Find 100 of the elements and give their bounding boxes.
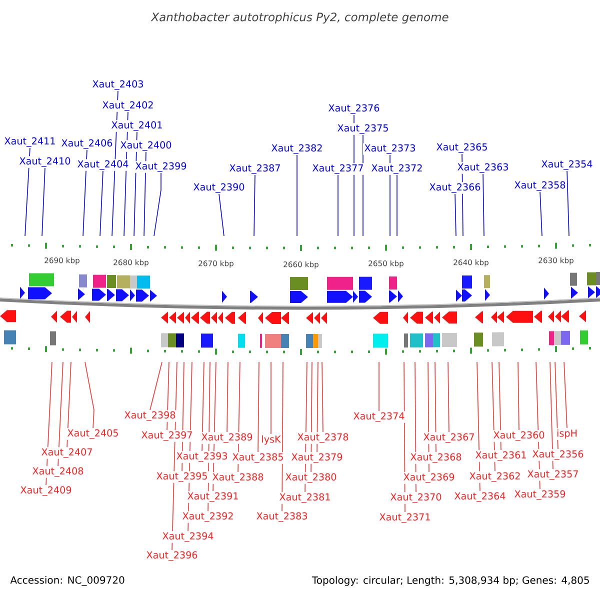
gene-label: Xaut_2407 — [42, 448, 92, 458]
leader-line — [154, 172, 162, 236]
gene-label: Xaut_2360 — [494, 431, 544, 441]
leader-line — [82, 150, 88, 236]
leader-line — [134, 132, 138, 236]
gene-label: Xaut_2373 — [364, 144, 415, 154]
gene-label: Xaut_2379 — [292, 453, 342, 463]
gene-label: Xaut_2356 — [532, 450, 584, 460]
leader-line — [482, 174, 484, 236]
gene-label: Xaut_2387 — [230, 164, 280, 174]
leader-line — [454, 194, 456, 236]
leader-line — [182, 362, 184, 472]
gene-label: Xaut_2376 — [328, 104, 380, 114]
leader-line — [414, 362, 416, 493]
leader-line — [238, 362, 240, 473]
leader-line — [202, 362, 204, 452]
title: Xanthobacter autotrophicus Py2, complete genome — [150, 12, 448, 24]
leader-line — [188, 362, 192, 532]
leader-line — [550, 362, 554, 470]
leader-line — [254, 174, 256, 236]
leader-line — [322, 362, 324, 433]
gene-label: Xaut_2375 — [338, 124, 388, 134]
leader-line — [226, 362, 228, 433]
gene-label: Xaut_2406 — [62, 139, 112, 149]
leader-line — [498, 362, 502, 451]
gene-label: ispH — [557, 429, 577, 439]
gene-label: Xaut_2403 — [92, 80, 143, 90]
leader-line — [112, 90, 118, 236]
leader-line — [492, 362, 496, 472]
gene-label: Xaut_2396 — [146, 551, 198, 561]
leader-line — [404, 362, 406, 513]
gene-label: Xaut_2385 — [232, 453, 283, 463]
footer-text: Topology: circular; Length: 5,308,934 bp; Genes: 4,805 — [312, 576, 589, 586]
gene-label: Xaut_2354 — [542, 160, 592, 170]
leader-line — [316, 362, 318, 453]
gene-label: Xaut_2377 — [312, 164, 363, 174]
leader-line — [124, 112, 128, 236]
gene-label: Xaut_2369 — [404, 473, 454, 483]
leader-line — [66, 362, 72, 448]
gene-label: Xaut_2382 — [272, 144, 322, 154]
leader-line — [46, 362, 52, 486]
leader-line — [434, 362, 436, 453]
leader-line — [24, 148, 30, 236]
leader-line — [42, 168, 46, 236]
gene-label: Xaut_2357 — [528, 470, 578, 480]
gene-label: Xaut_2361 — [476, 451, 526, 461]
gene-label: Xaut_2409 — [20, 486, 72, 496]
gene-label: Xaut_2383 — [256, 512, 307, 522]
leader-line — [566, 170, 570, 236]
leader-line — [428, 362, 430, 473]
gene-label: Xaut_2399 — [136, 162, 186, 172]
leader-line — [448, 362, 450, 433]
gene-label: Xaut_2363 — [458, 163, 508, 173]
leader-line — [378, 362, 380, 412]
gene-label: Xaut_2366 — [430, 183, 480, 193]
gene-label: Xaut_2374 — [354, 412, 404, 422]
gene-label: Xaut_2404 — [78, 160, 128, 170]
gene-label: Xaut_2389 — [202, 433, 252, 443]
footer-text: Accession: NC_009720 — [10, 576, 124, 586]
gene-label: Xaut_2371 — [380, 513, 430, 523]
leader-line — [172, 362, 178, 551]
leader-line — [540, 192, 542, 236]
leader-line — [362, 134, 364, 236]
gene-label: Xaut_2364 — [454, 492, 506, 502]
gene-label: Xaut_2401 — [112, 121, 162, 131]
gene-label: Xaut_2408 — [32, 467, 84, 477]
leader-line — [208, 362, 210, 512]
leader-line — [476, 362, 480, 492]
gene-label: Xaut_2378 — [298, 433, 348, 443]
gene-label: Xaut_2405 — [68, 429, 118, 439]
gene-label: Xaut_2381 — [280, 493, 330, 503]
leader-line — [518, 362, 520, 431]
gene-label: Xaut_2395 — [156, 472, 207, 482]
gene-label: Xaut_2380 — [286, 473, 336, 483]
leader-line — [212, 362, 216, 492]
leader-line — [100, 170, 104, 236]
gene-label: Xaut_2411 — [4, 137, 55, 147]
leader-line — [84, 362, 94, 429]
leader-line — [296, 154, 298, 236]
gene-label: Xaut_2359 — [514, 490, 566, 500]
leader-line — [462, 154, 464, 236]
leader-line — [166, 362, 170, 431]
leader-line — [536, 362, 540, 490]
gene-label: Xaut_2370 — [390, 493, 442, 503]
leader-line — [396, 174, 398, 236]
leader-line — [282, 362, 284, 512]
leader-line — [218, 194, 224, 236]
gene-label: Xaut_2362 — [470, 472, 520, 482]
leader-line — [58, 362, 64, 467]
gene-label: Xaut_2400 — [120, 141, 172, 151]
leader-line — [258, 362, 260, 453]
gene-label: Xaut_2410 — [20, 157, 70, 167]
gene-label: Xaut_2372 — [372, 164, 422, 174]
leader-line — [144, 152, 146, 236]
gene-label: Xaut_2394 — [162, 532, 214, 542]
gene-label: Xaut_2393 — [176, 452, 227, 462]
gene-label: Xaut_2367 — [424, 433, 474, 443]
leader-line — [150, 362, 162, 410]
gene-label: Xaut_2390 — [194, 183, 244, 193]
gene-label: Xaut_2365 — [436, 143, 487, 153]
